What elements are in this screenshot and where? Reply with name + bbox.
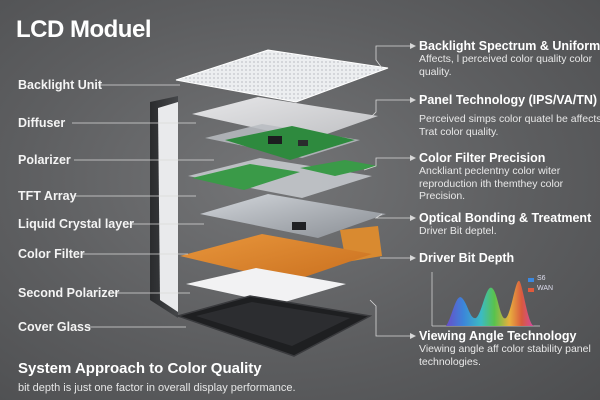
callout-backlight-spectrum: Backlight Spectrum & Uniformity Affects,… [419, 39, 600, 78]
spectrum-mini-chart [431, 272, 540, 327]
label-liquid-crystal-layer: Liquid Crystal layer [18, 217, 135, 231]
mini-chart-legend-2: WAN [537, 285, 554, 292]
callout-arrows [410, 43, 416, 339]
liquid-crystal-sheet [200, 194, 386, 238]
callout-body: Anckliant peclentny color witer reproduc… [419, 165, 564, 202]
callout-heading: Panel Technology (IPS/VA/TN) [419, 93, 598, 107]
callout-optical-bonding: Optical Bonding & Treatment Driver Bit d… [419, 211, 600, 238]
callout-heading: Optical Bonding & Treatment [419, 211, 592, 225]
spectrum-curve [446, 280, 534, 326]
right-callouts [363, 45, 410, 337]
label-tft-array: TFT Array [18, 189, 77, 203]
label-cover-glass: Cover Glass [18, 320, 91, 334]
callout-color-filter-precision: Color Filter Precision Anckliant peclent… [419, 151, 600, 203]
pcb-board [225, 126, 355, 160]
backlight-sheet [175, 49, 389, 103]
legend-swatch-2 [528, 288, 534, 292]
tft-pcb [192, 164, 300, 190]
label-backlight-unit: Backlight Unit [18, 78, 103, 92]
callout-body: Driver Bit deptel. [419, 225, 497, 237]
callout-panel [369, 99, 410, 119]
label-polarizer: Polarizer [18, 153, 71, 167]
callout-heading: Backlight Spectrum & Uniformity [419, 39, 600, 53]
callout-driver-bit-depth: Driver Bit Depth [419, 251, 514, 265]
callout-heading: Color Filter Precision [419, 151, 546, 165]
arrow-4 [410, 215, 416, 221]
callout-heading: Viewing Angle Technology [419, 329, 577, 343]
legend-swatch-1 [528, 278, 534, 282]
arrow-1 [410, 43, 416, 49]
lc-chip [292, 222, 306, 230]
callout-optical [374, 213, 410, 219]
arrow-6 [410, 333, 416, 339]
callout-body: Perceived simps color quatel be affects … [419, 113, 600, 138]
callout-backlight [375, 45, 410, 69]
callout-body: Affects, l perceived color quality color… [419, 53, 593, 78]
tft-pcb-right [300, 160, 378, 176]
callout-color-filter [363, 157, 410, 171]
label-diffuser: Diffuser [18, 116, 66, 130]
arrow-2 [410, 97, 416, 103]
page-title: LCD Moduel [16, 16, 151, 43]
callout-viewing [369, 299, 410, 337]
pcb-chip [268, 136, 282, 144]
mini-chart-legend-1: S6 [537, 275, 546, 282]
back-panel [158, 102, 178, 312]
callout-viewing-angle: Viewing Angle Technology Viewing angle a… [419, 329, 600, 368]
label-second-polarizer: Second Polarizer [18, 286, 120, 300]
callout-body: Viewing angle aff color stability panel … [419, 343, 591, 368]
left-leader-lines [72, 84, 214, 328]
callout-panel-technology: Panel Technology (IPS/VA/TN) Perceived s… [419, 93, 600, 138]
arrow-3 [410, 155, 416, 161]
footer-title: System Approach to Color Quality [18, 360, 262, 377]
footer-subtitle: bit depth is just one factor in overall … [18, 382, 296, 394]
second-polarizer-sheet [186, 268, 346, 304]
cover-glass-inner [196, 302, 350, 346]
diffuser-sheet [192, 97, 378, 140]
arrow-5 [410, 255, 416, 261]
label-color-filter: Color Filter [18, 247, 85, 261]
color-filter-sheet [180, 234, 372, 282]
callout-heading: Driver Bit Depth [419, 251, 515, 265]
pcb-chip-2 [298, 140, 308, 146]
